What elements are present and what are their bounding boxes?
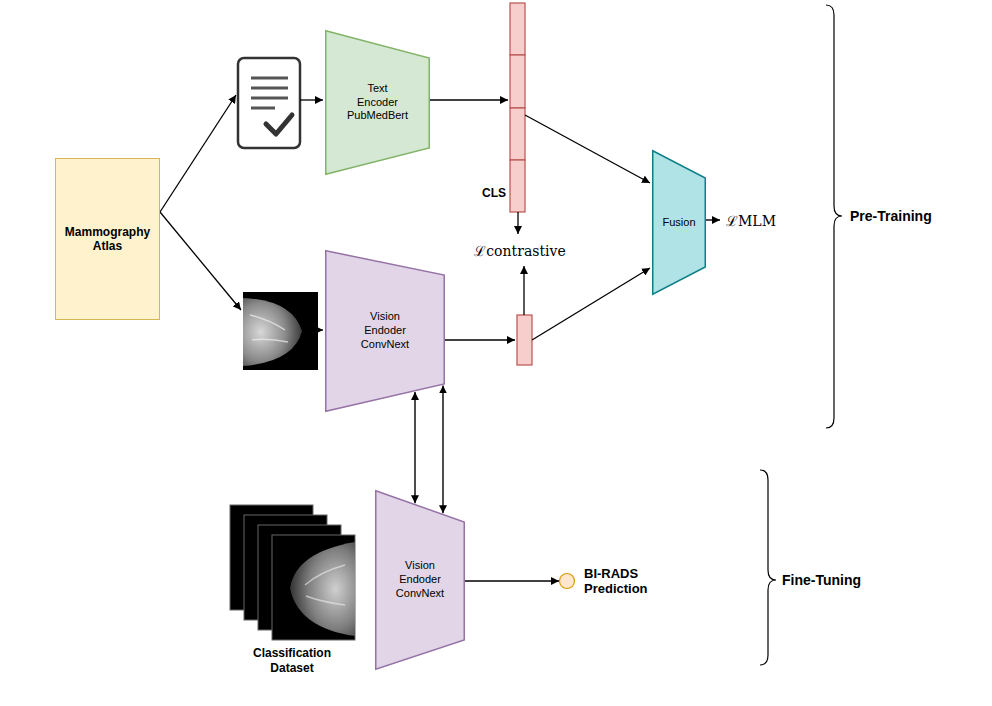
mammogram-image (243, 292, 318, 370)
output-circle (559, 573, 575, 589)
dataset-image (272, 535, 355, 640)
embedding-cell (510, 108, 525, 160)
report-line (251, 87, 288, 90)
flow-arrow (318, 329, 323, 330)
embedding-cell (510, 160, 525, 212)
breast-tissue (243, 298, 302, 366)
trapezoid-outline (653, 151, 706, 295)
output-node: BI-RADS Prediction (559, 566, 664, 596)
loss-label-box: ℒcontrastive (468, 236, 571, 264)
stage-panel: Pre-TrainingMammography AtlasText Encode… (8, 2, 822, 425)
encoder-trapezoid: Vision Endoder ConvNext (325, 250, 445, 412)
stage-label: Pre-Training (850, 208, 932, 224)
annotation-label: CLS (482, 186, 506, 201)
encoder-trapezoid: Vision Endoder ConvNext (375, 490, 465, 670)
output-label: BI-RADS Prediction (584, 566, 664, 596)
panel-outline (9, 3, 822, 425)
report-line (251, 97, 288, 100)
flow-arrow (445, 339, 515, 340)
flow-arrow (300, 99, 323, 100)
report-icon (238, 58, 300, 148)
circle-outline (560, 574, 575, 589)
embedding-cell (510, 3, 525, 55)
curly-brace (760, 470, 776, 665)
connector-arrow (442, 385, 443, 513)
flow-arrow (517, 212, 518, 234)
encoder-trapezoid: Text Encoder PubMedBert (325, 30, 430, 175)
loss-label: ℒcontrastive (474, 241, 565, 260)
stage-label: Fine-Tuning (782, 572, 861, 588)
flow-arrow (430, 99, 508, 100)
flow-arrow (532, 268, 650, 340)
block-label: Vision Endoder ConvNext (388, 559, 452, 600)
report-line (251, 77, 288, 80)
block-label: Text Encoder PubMedBert (346, 82, 410, 123)
embedding-cell (517, 315, 532, 365)
check-mark (266, 115, 292, 134)
flow-arrow (523, 266, 524, 315)
panel-outline (179, 463, 722, 700)
box-label: Mammography Atlas (60, 225, 155, 254)
report-line (251, 107, 275, 110)
connector-arrow (706, 219, 720, 220)
loss-label: ℒMLM (726, 211, 776, 230)
fusion-trapezoid: Fusion (652, 150, 706, 295)
curly-brace (826, 5, 842, 428)
connector-arrow (414, 392, 415, 503)
stage-panel: Fine-TuningVision Endoder ConvNextBI-RAD… (178, 462, 722, 700)
tissue-streak (250, 315, 288, 342)
annotation-label: Classification Dataset (247, 646, 337, 676)
flow-arrow (525, 115, 650, 183)
trapezoid-outline (326, 31, 430, 175)
trapezoid-outline (376, 491, 465, 670)
loss-label-box: ℒMLM (720, 206, 782, 234)
block-label: Vision Endoder ConvNext (353, 310, 417, 351)
flow-arrow (160, 212, 241, 310)
source-box: Mammography Atlas (55, 158, 160, 320)
breast-tissue (290, 542, 355, 636)
flow-arrow (160, 95, 236, 212)
tissue-streak (305, 565, 345, 605)
connector-arrow (465, 580, 559, 581)
trapezoid-outline (326, 251, 445, 412)
embedding-cell (510, 55, 525, 108)
block-label: Fusion (656, 216, 702, 230)
